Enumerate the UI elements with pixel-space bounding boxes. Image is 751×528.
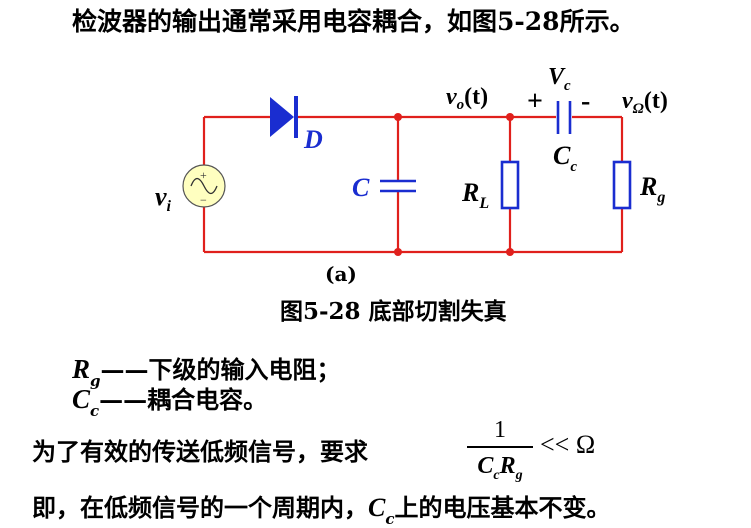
definition-text: ——耦合电容。 <box>99 385 268 414</box>
resistor-rl-label: RL <box>461 178 489 212</box>
cc-plus-sign: + <box>527 86 543 117</box>
junction-rl-top <box>506 113 514 121</box>
conclusion-symbol: C <box>368 493 386 522</box>
requirement-relation: << Ω <box>540 430 596 459</box>
definition-subscript: c <box>90 402 100 420</box>
source-plus-sign: + <box>200 168 207 182</box>
cc-minus-sign: - <box>581 86 590 117</box>
capacitor-c-symbol <box>380 179 416 193</box>
ac-source-icon: + − <box>182 164 226 208</box>
figure-sublabel: (a) <box>325 262 357 286</box>
wires <box>202 115 624 254</box>
vc-label: Vc <box>548 64 571 94</box>
capacitor-cc-label: Cc <box>553 141 577 175</box>
fraction-denominator: CcRg <box>477 453 523 483</box>
definition-cc: Cc——耦合电容。 <box>72 380 268 420</box>
requirement-text: 为了有效的传送低频信号，要求 <box>32 437 368 466</box>
junction-c-top <box>394 113 402 121</box>
definition-subscript: g <box>90 372 101 390</box>
conclusion-subscript: c <box>385 510 395 528</box>
fraction-numerator: 1 <box>494 417 506 443</box>
vo-label: vo(t) <box>446 84 488 113</box>
conclusion-text: 即，在低频信号的一个周期内，Cc上的电压基本不变。 <box>32 488 611 528</box>
requirement-fraction: 1 CcRg <box>467 416 533 485</box>
definition-symbol: R <box>72 354 91 384</box>
definition-symbol: C <box>72 384 91 414</box>
junction-c-bottom <box>394 248 402 256</box>
definition-text: ——下级的输入电阻； <box>100 355 341 384</box>
vomega-label: vΩ(t) <box>622 88 668 117</box>
fraction-bar <box>467 446 533 448</box>
diode-symbol <box>270 96 298 138</box>
resistor-rg-label: Rg <box>639 172 665 206</box>
source-minus-sign: − <box>200 193 207 207</box>
diode-label: D <box>303 125 323 154</box>
definition-rg: Rg——下级的输入电阻； <box>72 350 341 390</box>
figure-caption: 图5-28 底部切割失真 <box>280 298 507 325</box>
resistor-rg-symbol <box>612 160 632 210</box>
resistor-rl-symbol <box>500 160 520 210</box>
capacitor-c-label: C <box>352 173 370 202</box>
junction-rl-bottom <box>506 248 514 256</box>
capacitor-cc-symbol <box>556 101 572 134</box>
conclusion-suffix: 上的电压基本不变。 <box>394 493 611 522</box>
source-label: vi <box>155 182 172 215</box>
conclusion-prefix: 即，在低频信号的一个周期内， <box>32 493 368 522</box>
junctions <box>394 113 514 256</box>
heading-text: 检波器的输出通常采用电容耦合，如图5-28所示。 <box>72 7 635 36</box>
